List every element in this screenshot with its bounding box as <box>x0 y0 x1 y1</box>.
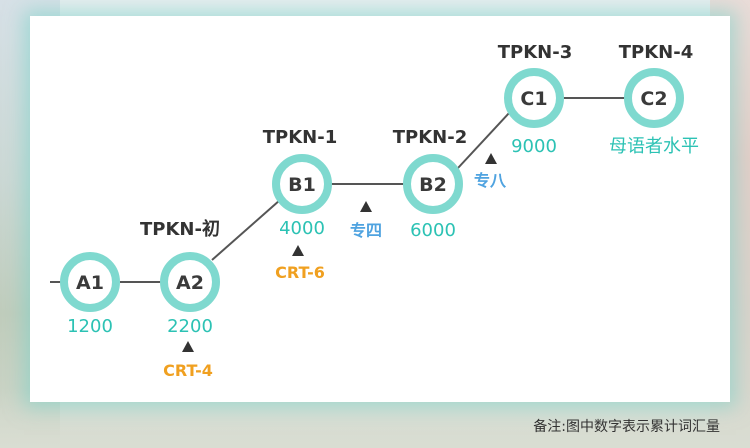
node-a2: A2 <box>160 252 220 312</box>
connector-a2-b1 <box>211 199 281 261</box>
node-b2: B2 <box>403 154 463 214</box>
crt-6-triangle-icon <box>292 245 304 256</box>
node-c2: C2 <box>624 68 684 128</box>
diagram-panel <box>30 16 730 402</box>
value-a2: 2200 <box>167 316 213 337</box>
spec-8-marker: 专八 <box>474 153 507 190</box>
value-c2: 母语者水平 <box>609 136 699 157</box>
level-label-tpkn-2: TPKN-2 <box>393 127 467 148</box>
node-c2-label: C2 <box>640 88 667 110</box>
connector-lines <box>50 97 626 283</box>
node-c1: C1 <box>504 68 564 128</box>
value-b1: 4000 <box>279 218 325 239</box>
crt-4-marker: CRT-4 <box>163 341 213 380</box>
node-b1-label: B1 <box>288 174 316 196</box>
level-label-tpkn-4: TPKN-4 <box>619 42 693 63</box>
crt-4-label: CRT-4 <box>163 361 213 380</box>
spec-8-triangle-icon <box>485 153 497 164</box>
footnote: 备注:图中数字表示累计词汇量 <box>533 419 720 435</box>
crt-6-marker: CRT-6 <box>275 245 325 282</box>
spec-4-label: 专四 <box>350 221 382 240</box>
value-c1: 9000 <box>511 136 557 157</box>
crt-6-label: CRT-6 <box>275 263 325 282</box>
node-a1-label: A1 <box>76 272 104 294</box>
node-b2-label: B2 <box>419 174 447 196</box>
spec-4-triangle-icon <box>360 201 372 212</box>
crt-4-triangle-icon <box>182 341 194 352</box>
value-a1: 1200 <box>67 316 113 337</box>
level-label-tpkn-chu: TPKN-初 <box>140 218 220 240</box>
level-label-tpkn-1: TPKN-1 <box>263 127 337 148</box>
spec-8-label: 专八 <box>474 171 507 190</box>
spec-4-marker: 专四 <box>350 201 382 240</box>
node-a1: A1 <box>60 252 120 312</box>
connector-b2-c1 <box>457 111 511 169</box>
node-a2-label: A2 <box>176 272 204 294</box>
node-b1: B1 <box>272 154 332 214</box>
value-b2: 6000 <box>410 220 456 241</box>
level-label-tpkn-3: TPKN-3 <box>498 42 572 63</box>
node-c1-label: C1 <box>520 88 547 110</box>
